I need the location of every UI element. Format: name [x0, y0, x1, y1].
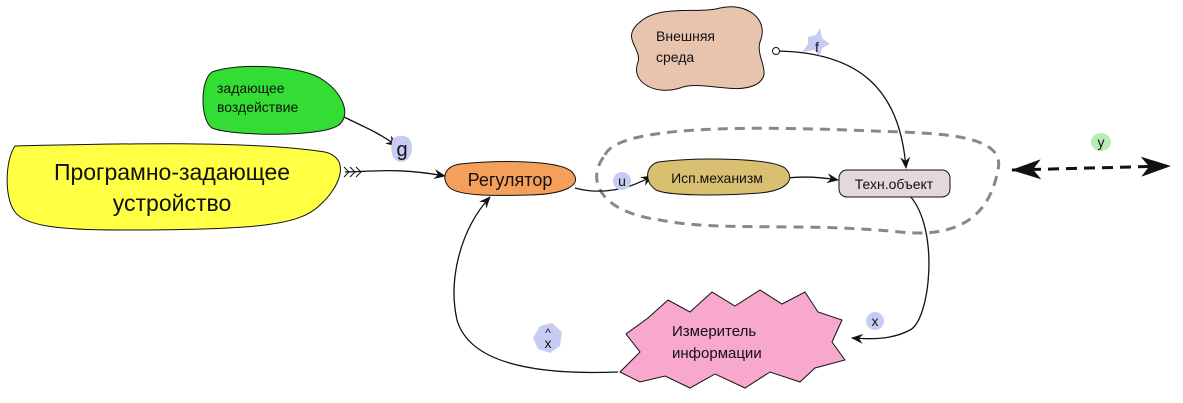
signal-u: u — [613, 172, 631, 190]
tech-object-label: Техн.объект — [855, 176, 934, 192]
edge-setting-to-g — [341, 115, 398, 147]
signal-u-badge — [613, 172, 631, 190]
meter-line2: информации — [672, 345, 762, 362]
environment-line1: Внешняя — [656, 28, 715, 44]
environment-line2: среда — [656, 49, 694, 65]
node-program-device[interactable]: Програмно-задающее устройство — [6, 143, 341, 231]
node-regulator[interactable]: Регулятор — [444, 161, 577, 196]
setting-action-line1: задающее — [217, 80, 285, 96]
node-environment[interactable]: Внешняя среда — [630, 6, 765, 91]
signal-f: f — [802, 28, 830, 56]
program-device-shape — [6, 143, 341, 231]
edge-object-to-meter — [851, 195, 930, 344]
signal-f-badge — [802, 28, 830, 56]
signal-g-label: g — [396, 139, 407, 161]
setting-action-line2: воздействие — [217, 99, 298, 115]
node-setting-action[interactable]: задающее воздействие — [202, 65, 346, 135]
signal-y-label: y — [1098, 134, 1105, 150]
setting-action-shape — [202, 65, 346, 135]
regulator-label: Регулятор — [468, 170, 553, 190]
signal-x-label: x — [872, 313, 879, 329]
edge-output-y — [1011, 156, 1171, 180]
edge-regulator-to-actuator — [574, 175, 653, 192]
signal-x-hat: ^ x — [533, 323, 562, 353]
signal-f-label: f — [815, 39, 819, 55]
node-tech-object[interactable]: Техн.объект — [838, 169, 951, 198]
regulator-shape — [444, 161, 577, 196]
signal-u-label: u — [618, 173, 626, 189]
program-device-line1: Програмно-задающее — [54, 159, 290, 185]
meter-line1: Измеритель — [672, 323, 756, 340]
environment-shape — [630, 6, 765, 91]
actuator-shape — [647, 158, 791, 196]
program-device-line2: устройство — [113, 190, 232, 216]
node-actuator[interactable]: Исп.механизм — [647, 158, 791, 196]
signal-g: g — [391, 135, 412, 162]
signal-x-hat-label: x — [545, 335, 552, 351]
edge-program-to-regulator — [344, 169, 446, 179]
tech-object-shape — [838, 169, 951, 198]
edge-environment-to-object — [775, 50, 911, 169]
edge-feathers — [343, 166, 362, 178]
signal-y: y — [1091, 133, 1111, 151]
signal-x-hat-mark: ^ — [545, 326, 551, 340]
system-boundary — [595, 126, 1001, 235]
node-meter[interactable]: Измеритель информации — [619, 289, 846, 389]
signal-g-badge — [391, 135, 412, 162]
signal-x-hat-badge — [533, 323, 562, 353]
environment-port — [772, 47, 780, 55]
signal-y-badge — [1091, 133, 1111, 151]
signal-x-badge — [866, 312, 884, 330]
signal-x: x — [866, 312, 884, 330]
meter-shape — [619, 289, 846, 389]
edge-actuator-to-object — [786, 173, 839, 184]
edge-meter-to-regulator — [453, 196, 619, 374]
actuator-label: Исп.механизм — [671, 170, 763, 186]
